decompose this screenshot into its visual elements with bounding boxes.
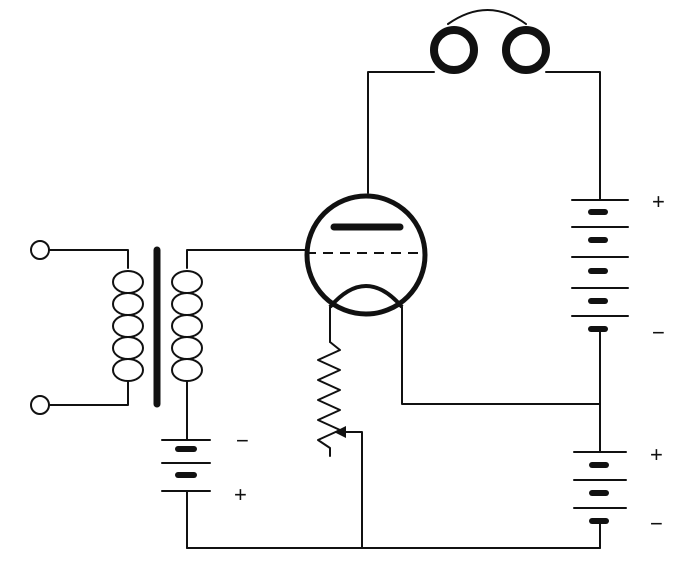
grid-battery	[161, 439, 211, 549]
headphones	[430, 9, 550, 74]
b-battery	[571, 199, 629, 332]
vacuum-tube	[304, 193, 428, 317]
grid-battery-top-sign: −	[236, 428, 249, 453]
input-terminal-bottom	[30, 395, 50, 415]
filament-rheostat	[317, 306, 601, 549]
a-battery	[573, 451, 627, 549]
input-terminal-top	[30, 240, 50, 260]
a-battery-bottom-sign: −	[650, 511, 663, 536]
b-battery-top-sign: +	[652, 189, 665, 214]
plate-circuit-wires	[367, 71, 601, 453]
input-transformer	[30, 240, 308, 441]
a-battery-top-sign: +	[650, 442, 663, 467]
tube-filament	[328, 284, 404, 309]
grid-battery-bottom-sign: +	[234, 482, 247, 507]
b-battery-bottom-sign: −	[652, 320, 665, 345]
